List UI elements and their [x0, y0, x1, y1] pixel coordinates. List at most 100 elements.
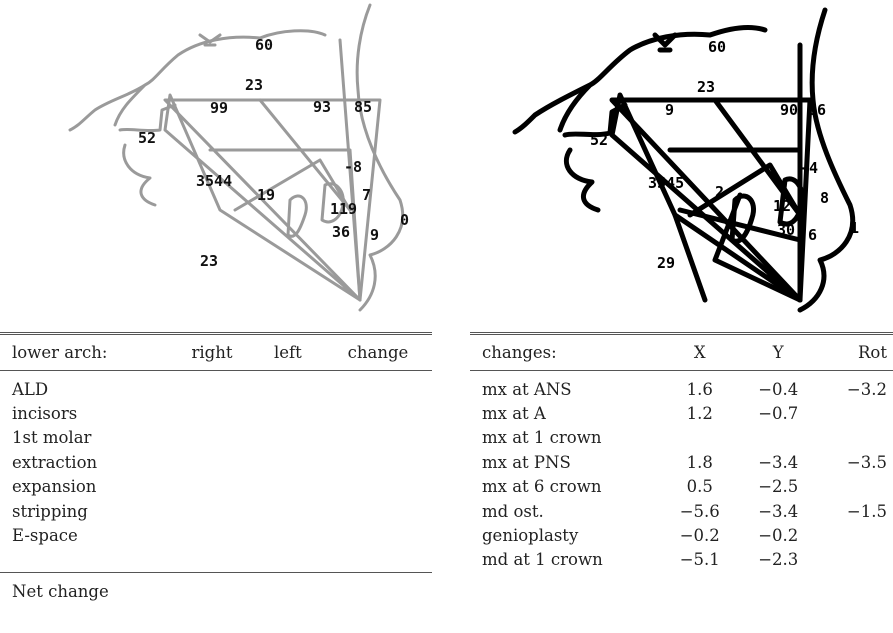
- rot-value: −1.5: [846, 501, 887, 521]
- header-changes: changes:: [470, 332, 658, 371]
- label-after: 29: [657, 254, 675, 272]
- label-after: 86: [808, 101, 826, 119]
- row-label: expansion: [12, 477, 97, 497]
- header-rot: Rot: [814, 332, 893, 371]
- changes-header-row: changes: X Y Rot: [470, 332, 893, 371]
- table-row: incisors: [0, 401, 432, 425]
- label-before: 23: [245, 76, 263, 94]
- label-before: 36: [332, 223, 350, 241]
- x-value: 1.8: [686, 452, 713, 472]
- row-label: mx at A: [482, 404, 546, 424]
- header-right: right: [166, 332, 252, 371]
- label-after: 2: [715, 183, 724, 201]
- label-after: 60: [708, 38, 726, 56]
- x-value: −5.6: [679, 501, 720, 521]
- y-value: −0.7: [758, 404, 799, 424]
- cephalometric-tracing-after: 60 23 9 90 86 52 -4 3545 2 8 12 1 30 6 2…: [500, 0, 893, 320]
- row-label: E-space: [12, 526, 78, 546]
- measurement-labels-before: 60 23 99 93 85 52 -8 3544 19 7 119 0 36 …: [138, 36, 409, 270]
- row-label: mx at 6 crown: [482, 477, 602, 497]
- label-after: 23: [697, 78, 715, 96]
- label-before: 9: [370, 226, 379, 244]
- y-value: −2.3: [758, 550, 799, 570]
- table-row: stripping: [0, 499, 432, 523]
- table-row: ALD: [0, 371, 432, 402]
- net-change-label: Net change: [0, 572, 167, 604]
- rot-value: [814, 475, 893, 499]
- row-label: 1st molar: [12, 428, 92, 448]
- label-after: 12: [773, 197, 791, 215]
- tracing-after-svg: 60 23 9 90 86 52 -4 3545 2 8 12 1 30 6 2…: [512, 7, 859, 313]
- table-row: extraction: [0, 450, 432, 474]
- y-value: −0.2: [758, 526, 799, 546]
- skull-outline-before: [68, 3, 405, 312]
- label-before: 119: [330, 200, 357, 218]
- row-label: stripping: [12, 501, 88, 521]
- table-row: mx at PNS 1.8 −3.4 −3.5: [470, 450, 893, 474]
- row-label: genioplasty: [482, 526, 579, 546]
- cephalometric-tracing-before: 60 23 99 93 85 52 -8 3544 19 7 119 0 36 …: [60, 0, 460, 320]
- x-value: [658, 426, 736, 450]
- row-label: md at 1 crown: [482, 550, 603, 570]
- net-change-row: Net change: [0, 572, 432, 604]
- row-label: mx at ANS: [482, 379, 572, 399]
- label-before: 99: [210, 99, 228, 117]
- x-value: 0.5: [686, 477, 713, 497]
- label-before: 52: [138, 129, 156, 147]
- label-after: 9: [665, 101, 674, 119]
- row-label: mx at 1 crown: [482, 428, 602, 448]
- table-row: md at 1 crown −5.1 −2.3: [470, 548, 893, 572]
- rot-value: −3.2: [846, 379, 887, 399]
- table-row: E-space: [0, 523, 432, 547]
- label-before: 93: [313, 98, 331, 116]
- measurement-labels-after: 60 23 9 90 86 52 -4 3545 2 8 12 1 30 6 2…: [590, 38, 859, 272]
- x-value: −0.2: [679, 526, 720, 546]
- label-before: -8: [344, 158, 362, 176]
- row-label: md ost.: [482, 501, 544, 521]
- table-row: genioplasty −0.2 −0.2: [470, 523, 893, 547]
- label-after: 1: [850, 219, 859, 237]
- row-label: ALD: [12, 379, 49, 399]
- lower-arch-header-row: lower arch: right left change: [0, 332, 432, 371]
- table-row: expansion: [0, 475, 432, 499]
- y-value: −3.4: [758, 501, 799, 521]
- skull-outline-after: [512, 7, 856, 313]
- x-value: 1.6: [686, 379, 713, 399]
- label-after: 6: [808, 226, 817, 244]
- label-before: 0: [400, 211, 409, 229]
- label-after: -4: [800, 159, 818, 177]
- label-before: 23: [200, 252, 218, 270]
- header-change: change: [318, 332, 432, 371]
- table-row: mx at 1 crown: [470, 426, 893, 450]
- label-before: 85: [354, 98, 372, 116]
- label-after: 3545: [648, 174, 684, 192]
- label-after: 90: [780, 101, 798, 119]
- rot-value: [814, 523, 893, 547]
- rot-value: [814, 426, 893, 450]
- header-lower-arch: lower arch:: [0, 332, 167, 371]
- label-before: 7: [362, 186, 371, 204]
- row-label: extraction: [12, 452, 98, 472]
- lower-arch-table: lower arch: right left change ALD inciso…: [0, 332, 432, 604]
- x-value: −5.1: [679, 550, 720, 570]
- table-row: 1st molar: [0, 426, 432, 450]
- label-before: 60: [255, 36, 273, 54]
- y-value: −2.5: [758, 477, 799, 497]
- y-value: [736, 426, 814, 450]
- label-after: 30: [777, 221, 795, 239]
- label-after: 52: [590, 131, 608, 149]
- y-value: −3.4: [758, 452, 799, 472]
- table-row: [0, 548, 432, 573]
- rot-value: [814, 401, 893, 425]
- header-y: Y: [735, 332, 815, 371]
- label-before: 3544: [196, 172, 232, 190]
- row-label: mx at PNS: [482, 452, 571, 472]
- header-left: left: [251, 332, 318, 371]
- table-row: md ost. −5.6 −3.4 −1.5: [470, 499, 893, 523]
- row-label: incisors: [12, 404, 78, 424]
- header-x: X: [657, 332, 736, 371]
- rot-value: −3.5: [846, 452, 887, 472]
- label-before: 19: [257, 186, 275, 204]
- table-row: mx at 6 crown 0.5 −2.5: [470, 475, 893, 499]
